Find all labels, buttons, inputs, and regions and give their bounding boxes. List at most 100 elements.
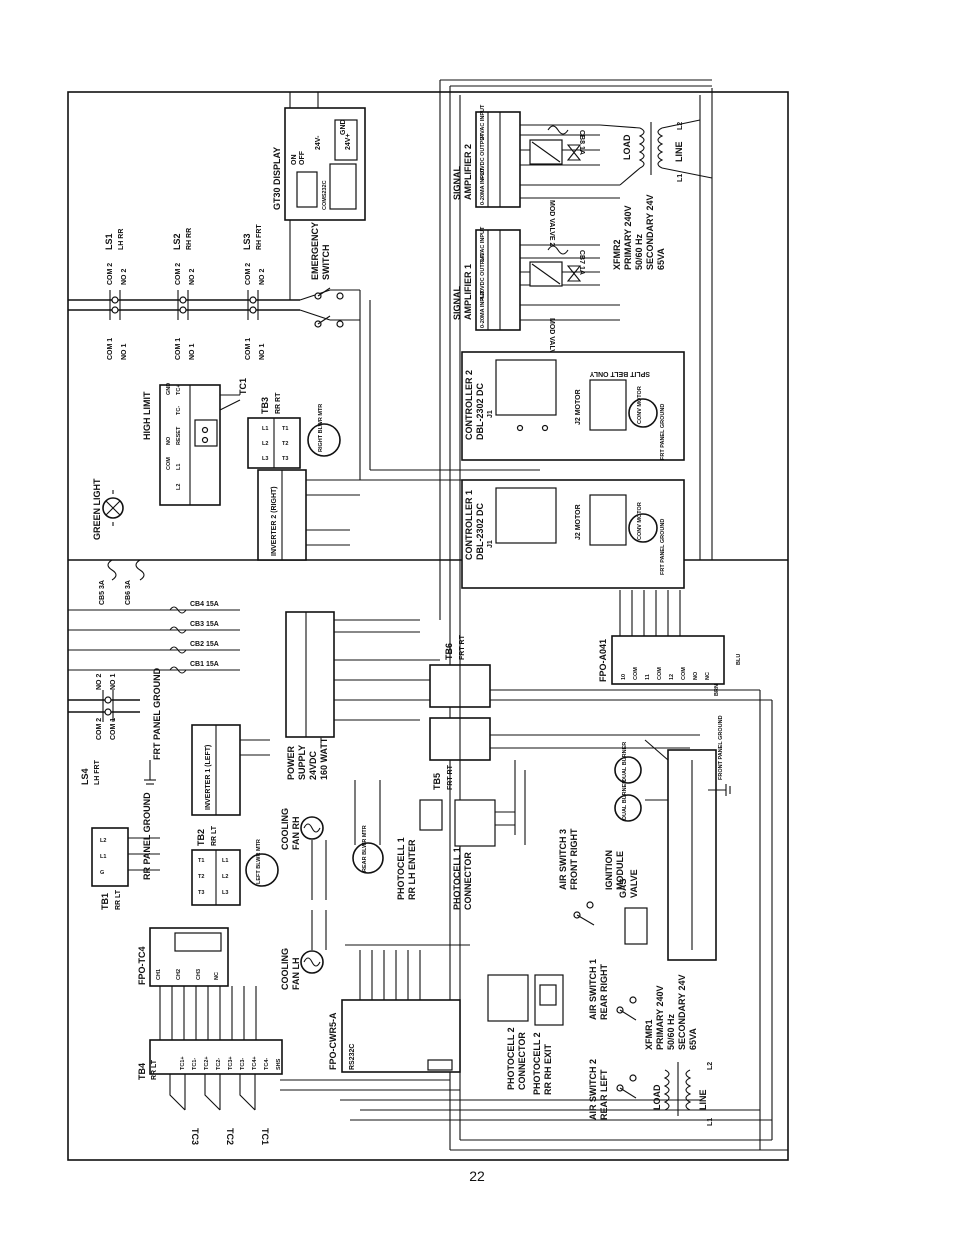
tb6-terminal: TB6 FRT RT	[429, 634, 491, 708]
cb2-label: CB2 15A	[190, 641, 219, 648]
air-switch-3-line2: FRONT RIGHT	[569, 828, 579, 890]
fpo-a041-pin-11: 11	[645, 674, 651, 680]
tb4-name: TB4	[137, 1063, 147, 1080]
tb2-name: TB2	[196, 829, 206, 846]
ls1-com1: COM 1	[107, 338, 114, 360]
tb1-terminal: TB1 RR LT L2 L1 G	[91, 827, 160, 910]
power-supply-line1: POWER	[286, 745, 296, 780]
ls4-no2: NO 2	[96, 674, 103, 690]
ls4-no1: NO 1	[110, 674, 117, 690]
xfmr1-freq: 50/60 Hz	[666, 1013, 676, 1050]
ls4-location: LH FRT	[94, 759, 101, 785]
dual-burner-upper: DUAL BURNER	[614, 742, 642, 784]
tb2-location: RR LT	[211, 825, 218, 846]
cb6-breaker: CB6 3A	[125, 559, 145, 605]
tb2-pin-l2: L2	[222, 874, 228, 880]
fpo-tc4-pin-ch1: CH1	[156, 969, 162, 980]
fpo-a041-pin-10: 10	[621, 674, 627, 680]
tb4-pin-tc4plus: TC4+	[252, 1056, 258, 1070]
tb5-name: TB5	[432, 773, 442, 790]
breaker-bank: CB4 15A CB3 15A CB2 15A CB1 15A	[68, 601, 240, 674]
photocell-2-connector: PHOTOCELL 2 CONNECTOR	[487, 974, 529, 1090]
tb6-location: FRT RT	[459, 634, 466, 660]
high-limit-pin-gnd: GND	[166, 383, 172, 395]
xfmr1-load: LOAD	[652, 1084, 662, 1110]
gt30-label-coms: COMS232C	[322, 180, 328, 210]
signal-amp-1-line1: SIGNAL	[452, 285, 462, 320]
photocell-2-line2: RR RH EXIT	[543, 1043, 553, 1095]
cb1-label: CB1 15A	[190, 661, 219, 668]
signal-amp-1-line2: AMPLIFIER 1	[463, 264, 473, 320]
controller-1-line2: DBL-2302 DC	[475, 502, 485, 560]
tb4-pin-tc1minus: TC1-	[192, 1058, 198, 1070]
cooling-fan-lh-line1: COOLING	[280, 948, 290, 990]
mod-valve-1-label: MOD VALVE 1	[548, 318, 555, 365]
gas-valve: GAS VALVE	[618, 869, 648, 945]
tb3-pin-l3: L3	[262, 456, 268, 462]
fpo-a041-pin-com1: COM	[633, 667, 639, 680]
tb3-name: TB3	[260, 397, 270, 414]
cb8-label: CB8 1A	[578, 130, 585, 155]
xfmr2-l1: L1	[677, 174, 684, 182]
high-limit-pin-no: NO	[166, 436, 172, 445]
ls1-no1: NO 1	[121, 344, 128, 360]
power-supply-line4: 160 WATT	[319, 737, 329, 780]
controller-2-line2: DBL-2302 DC	[475, 382, 485, 440]
fpo-cwr5-a: FPO-CWR5-A RS232C	[328, 944, 470, 1073]
tb4-pin-tc2plus: TC2+	[204, 1056, 210, 1070]
inverter-2-name: INVERTER 2 (RIGHT)	[271, 486, 278, 556]
ls1-location: LH RR	[118, 229, 125, 250]
high-limit-pin-com: COM	[166, 457, 172, 470]
cb5-label: CB5 3A	[99, 580, 106, 605]
ls2-com1: COM 1	[175, 338, 182, 360]
fpo-a041-pin-nc: NC	[705, 672, 711, 680]
controller-2-line1: CONTROLLER 2	[464, 370, 474, 440]
mod-valve-2: MOD VALVE 2	[529, 139, 582, 247]
gt30-label-24vplus: 24V+	[345, 133, 352, 150]
cb6-label: CB6 3A	[125, 580, 132, 605]
ls2-no1: NO 1	[189, 344, 196, 360]
fpo-tc4-pin-ch2: CH2	[176, 969, 182, 980]
frame-wiring	[67, 79, 789, 1161]
xfmr1-transformer: LOAD LINE L2 L1 XFMR1 PRIMARY 240V 50/60…	[644, 974, 714, 1126]
tb2-terminal: TB2 RR LT T1 T2 T3 L1 L2 L3	[191, 825, 241, 906]
emergency-switch-line1: EMERGENCY	[310, 222, 320, 280]
air-switch-1-line1: AIR SWITCH 1	[588, 959, 598, 1020]
controller-1-motor: J2 MOTOR	[575, 504, 582, 540]
rr-panel-ground-label: RR PANEL GROUND	[142, 792, 152, 880]
photocell-1-conn-line1: PHOTOCELL 1	[452, 847, 462, 910]
inverter-2: INVERTER 2 (RIGHT)	[257, 469, 360, 561]
signal-amp-1-pin-input: 24VAC INPUT	[480, 226, 486, 262]
tb4-pin-tc3plus: TC3+	[228, 1056, 234, 1070]
gt30-display: GT30 DISPLAY 24V+ 24V- GND ON OFF COMS23…	[272, 107, 366, 221]
frt-panel-ground: FRT PANEL GROUND	[144, 667, 162, 785]
mod-valve-2-label: MOD VALVE 2	[548, 200, 555, 247]
fpo-a041-pin-com3: COM	[681, 667, 687, 680]
ls2-location: RH RR	[186, 228, 193, 250]
tb3-pin-l2: L2	[262, 441, 268, 447]
signal-amp-2-line1: SIGNAL	[452, 165, 462, 200]
tb1-pin-l1: L1	[100, 854, 106, 860]
gas-valve-line1: GAS	[618, 878, 628, 898]
right-blower-label: RIGHT BLWR MTR	[318, 404, 324, 452]
controller-2-conv: CONV MOTOR	[637, 386, 643, 424]
xfmr1-primary: PRIMARY 240V	[655, 985, 665, 1050]
ls4-switch: LS4 LH FRT COM 2 COM 1 NO 2 NO 1	[68, 674, 140, 785]
air-switch-3: AIR SWITCH 3 FRONT RIGHT	[558, 828, 595, 926]
tb4-pin-tc2minus: TC2-	[216, 1058, 222, 1070]
inverter-1-name: INVERTER 1 (LEFT)	[205, 745, 212, 810]
gas-valve-line2: VALVE	[629, 869, 639, 898]
air-switch-2: AIR SWITCH 2 REAR LEFT	[588, 1059, 637, 1120]
ls4-com2: COM 2	[96, 718, 103, 740]
fpo-tc4-pin-nc: NC	[214, 972, 220, 980]
cb5-breaker: CB5 3A	[99, 559, 117, 605]
photocell-1-conn-line2: CONNECTOR	[463, 852, 473, 910]
cb7-label: CB7 1A	[578, 250, 585, 275]
xfmr2-secondary: SECONDARY 24V	[645, 194, 655, 270]
cb8-breaker: CB8 1A	[547, 125, 585, 155]
xfmr2-primary: PRIMARY 240V	[623, 205, 633, 270]
tc1-label: TC1	[238, 378, 248, 395]
xfmr2-l2: L2	[677, 122, 684, 130]
left-blower-motor: LEFT BLWR MTR	[245, 839, 279, 887]
power-supply: POWER SUPPLY 24VDC 160 WATT	[285, 611, 440, 780]
